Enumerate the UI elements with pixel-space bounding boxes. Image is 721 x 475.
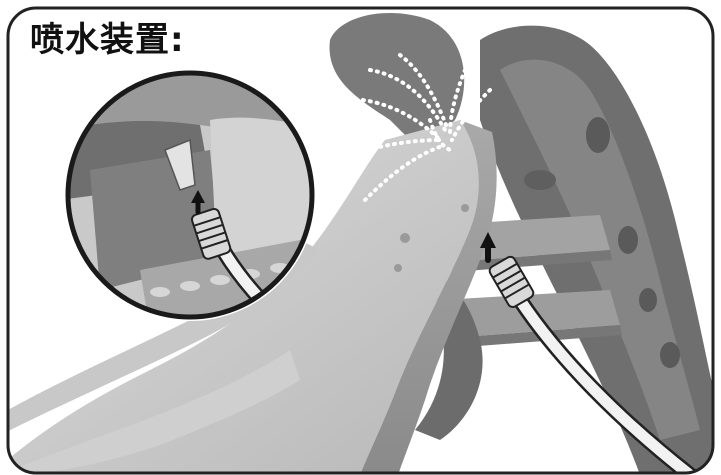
page-title: 喷水装置: <box>30 18 185 62</box>
